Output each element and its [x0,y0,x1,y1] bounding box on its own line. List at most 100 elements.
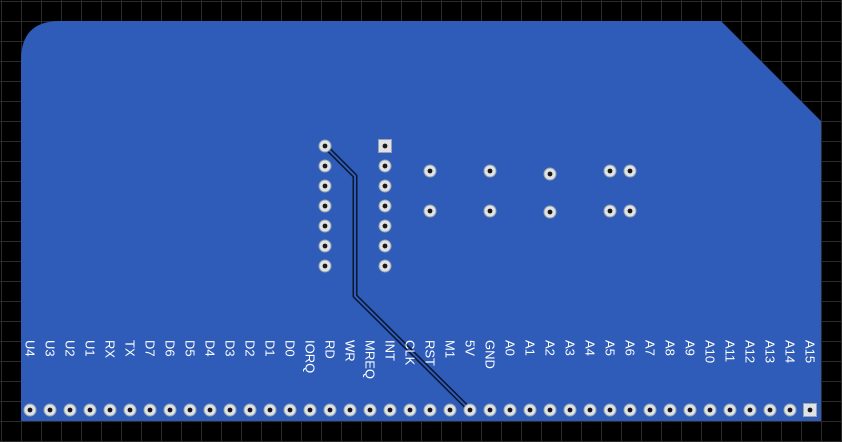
header-pad-a0 [503,403,517,417]
pin-label-d2: D2 [243,340,258,357]
header-pad-m1 [443,403,457,417]
header-pad-u4 [23,403,37,417]
header-pad-a12 [743,403,757,417]
header-pad-a11 [723,403,737,417]
header-pad-d2 [243,403,257,417]
component-pad [623,204,637,218]
pin-label-a12: A12 [743,340,758,363]
header-pad-a1 [523,403,537,417]
pin-label-a10: A10 [703,340,718,363]
component-pad [483,164,497,178]
pin-label-u3: U3 [43,340,58,357]
header-pad-d5 [183,403,197,417]
pin-label-rd: RD [323,340,338,359]
component-pad [603,204,617,218]
header-pad-a5 [603,403,617,417]
pin-label-a1: A1 [523,340,538,356]
signal-trace [324,145,471,411]
right-column-pad [378,159,392,173]
pin-label-iorq: IORQ [303,340,318,373]
header-pad-clk [403,403,417,417]
left-column-pad [318,199,332,213]
pin-label-d1: D1 [263,340,278,357]
right-column-pad [378,219,392,233]
pin-label-a6: A6 [623,340,638,356]
component-pad [543,167,557,181]
pad-group [23,139,817,417]
pin-label-mreq: MREQ [363,340,378,379]
header-pad-d6 [163,403,177,417]
pin-label-a9: A9 [683,340,698,356]
header-pad-a15 [803,403,817,417]
header-pad-a7 [643,403,657,417]
pin-label-d6: D6 [163,340,178,357]
pin-label-a13: A13 [763,340,778,363]
component-pad [543,205,557,219]
header-pad-rd [323,403,337,417]
header-pad-d4 [203,403,217,417]
left-column-pad [318,139,332,153]
pin-label-d7: D7 [143,340,158,357]
pin-label-int: INT [383,340,398,361]
pin-label-wr: WR [343,340,358,362]
right-column-pad [378,239,392,253]
pin-label-rx: RX [103,340,118,358]
pin-label-m1: M1 [443,340,458,358]
pin-label-a0: A0 [503,340,518,356]
pin-label-a7: A7 [643,340,658,356]
component-pad [423,164,437,178]
header-pad-a4 [583,403,597,417]
header-pad-u3 [43,403,57,417]
left-column-pad [318,239,332,253]
component-pad [623,164,637,178]
right-column-pad-square [378,139,392,153]
pin-label-tx: TX [123,340,138,357]
component-pad [483,204,497,218]
pin-label-a15: A15 [803,340,818,363]
pin-label-a3: A3 [563,340,578,356]
header-pad-a2 [543,403,557,417]
pin-label-a2: A2 [543,340,558,356]
pin-label-rst: RST [423,340,438,366]
header-pad-tx [123,403,137,417]
header-pad-a9 [683,403,697,417]
pin-label-a11: A11 [723,340,738,362]
header-pad-d3 [223,403,237,417]
trace-group [323,144,472,412]
header-pad-a6 [623,403,637,417]
pin-label-a4: A4 [583,340,598,356]
pcb-board [21,21,821,421]
header-pad-d0 [283,403,297,417]
header-pad-mreq [363,403,377,417]
left-column-pad [318,179,332,193]
right-column-pad [378,259,392,273]
pin-label-d0: D0 [283,340,298,357]
header-pad-gnd [483,403,497,417]
pin-label-u2: U2 [63,340,78,357]
left-column-pad [318,219,332,233]
pin-label-clk: CLK [403,340,418,366]
pin-label-d3: D3 [223,340,238,357]
header-pad-int [383,403,397,417]
component-pad [603,164,617,178]
right-column-pad [378,179,392,193]
header-pad-a13 [763,403,777,417]
header-pad-a3 [563,403,577,417]
header-pad-u1 [83,403,97,417]
left-column-pad [318,259,332,273]
header-pad-u2 [63,403,77,417]
pin-label-gnd: GND [483,340,498,369]
pin-label-d4: D4 [203,340,218,357]
header-pad-rst [423,403,437,417]
header-pad-a8 [663,403,677,417]
pin-label-a14: A14 [783,340,798,363]
pin-label-u4: U4 [23,340,38,357]
pin-label-5v: 5V [463,340,478,356]
header-pad-iorq [303,403,317,417]
header-pad-d1 [263,403,277,417]
pin-label-a5: A5 [603,340,618,356]
component-pad [423,204,437,218]
header-pad-d7 [143,403,157,417]
